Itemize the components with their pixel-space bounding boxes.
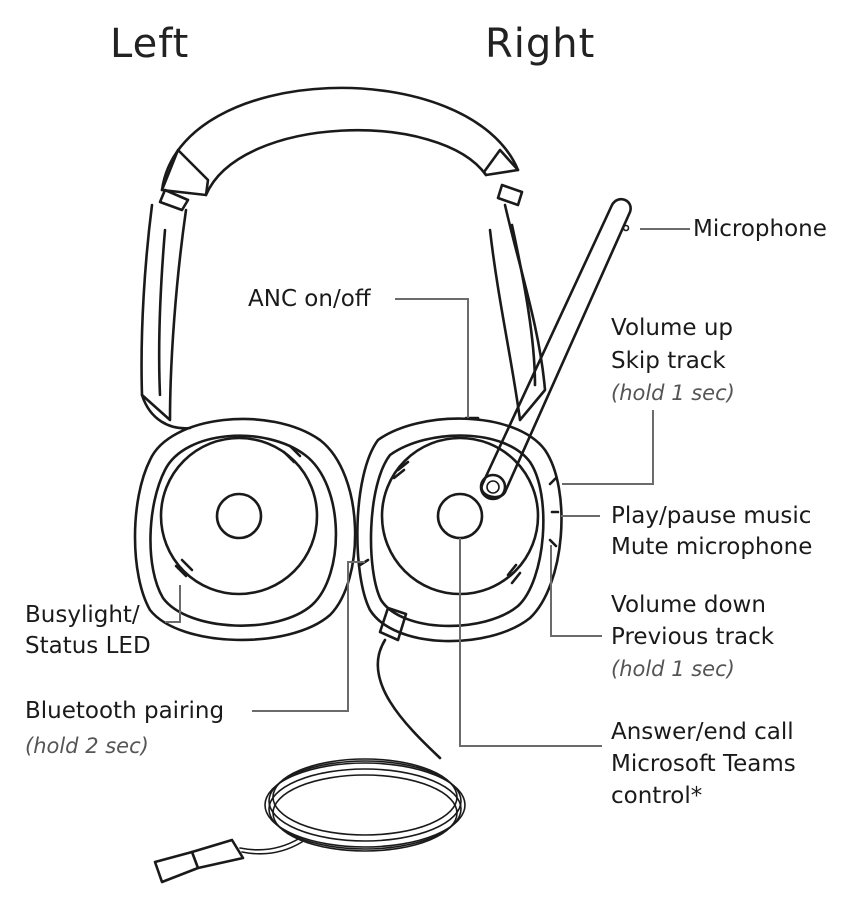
label-bt-pairing: Bluetooth pairing <box>25 698 225 724</box>
microphone-boom-icon <box>479 197 632 501</box>
label-answer-end: Answer/end call <box>611 719 794 745</box>
right-heading: Right <box>485 21 596 67</box>
label-teams-2: control* <box>611 783 703 809</box>
label-previous-hold: (hold 1 sec) <box>611 657 735 681</box>
label-busylight-1: Busylight/ <box>25 602 140 628</box>
label-teams-1: Microsoft Teams <box>611 751 796 777</box>
label-volume-down: Volume down <box>611 592 766 618</box>
label-skip-track: Skip track <box>611 348 726 374</box>
label-play-pause: Play/pause music <box>611 503 812 529</box>
right-yoke <box>488 183 547 422</box>
left-heading: Left <box>110 21 190 67</box>
label-microphone: Microphone <box>693 216 827 242</box>
label-skip-hold: (hold 1 sec) <box>611 381 735 405</box>
label-bt-hold: (hold 2 sec) <box>25 734 149 758</box>
label-mute-mic: Mute microphone <box>611 534 813 560</box>
label-volume-up: Volume up <box>611 315 734 341</box>
left-yoke <box>140 188 192 430</box>
label-busylight-2: Status LED <box>25 633 151 659</box>
headband <box>160 86 520 197</box>
usb-cable-icon <box>153 606 466 884</box>
label-anc: ANC on/off <box>248 286 371 312</box>
label-previous-track: Previous track <box>611 624 775 650</box>
left-earcup <box>133 417 357 642</box>
callout-lines <box>165 228 690 747</box>
